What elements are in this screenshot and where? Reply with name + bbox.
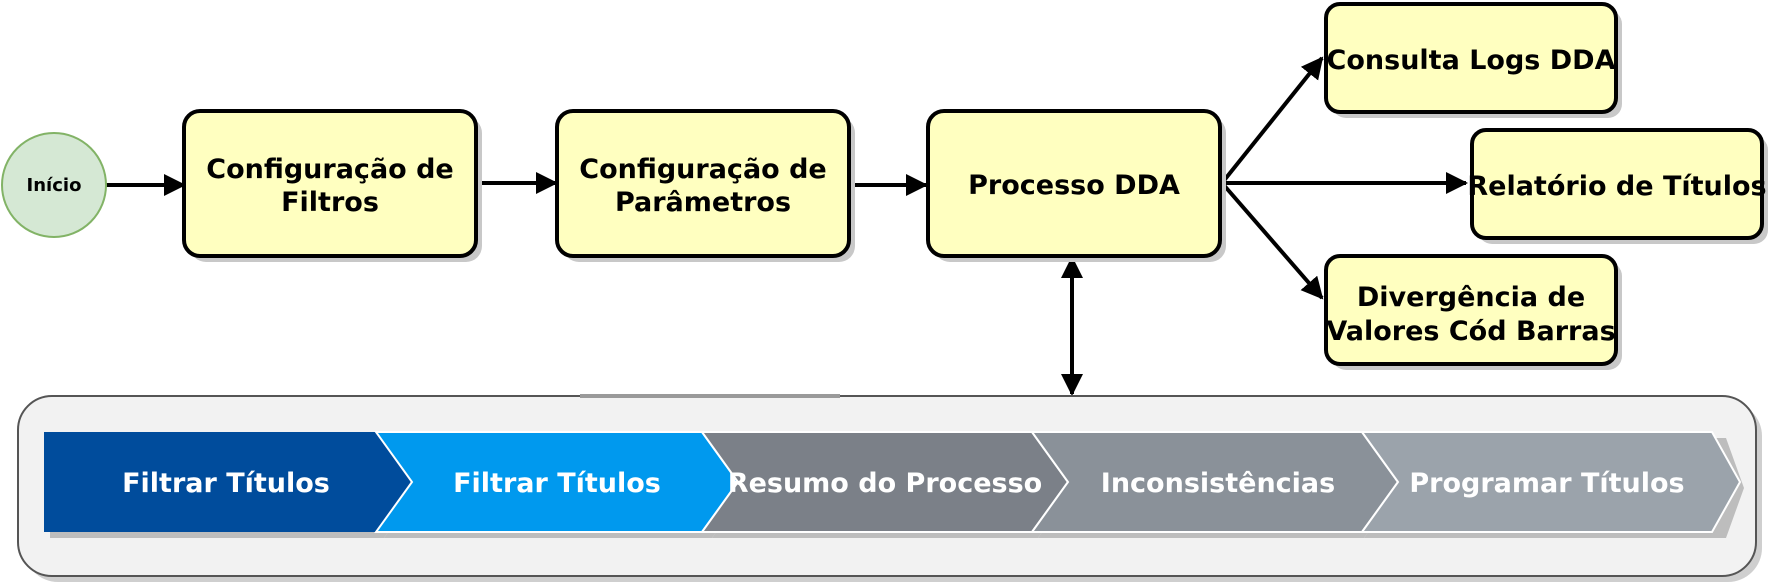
step-1[interactable]: Filtrar Títulos <box>44 432 412 532</box>
node-config-parametros-line2: Parâmetros <box>615 187 791 218</box>
node-processo-dda-box <box>926 109 1222 258</box>
node-config-filtros: Configuração de Filtros <box>182 109 482 262</box>
step-3[interactable]: Resumo do Processo <box>700 431 1070 533</box>
step-1-label[interactable]: Filtrar Títulos <box>122 468 330 499</box>
node-consulta-logs-box <box>1324 2 1618 114</box>
step-4[interactable]: Inconsistências <box>1030 431 1400 533</box>
step-5-label[interactable]: Programar Títulos <box>1409 468 1684 499</box>
node-consulta-logs-label: Consulta Logs DDA <box>1327 45 1616 76</box>
node-divergencia-valores-box <box>1324 254 1618 366</box>
step-5[interactable]: Programar Títulos <box>1360 431 1742 533</box>
node-config-parametros-line1: Configuração de <box>579 154 827 185</box>
step-4-label[interactable]: Inconsistências <box>1101 468 1335 499</box>
start-circle <box>1 132 107 238</box>
node-config-filtros-box <box>182 109 478 258</box>
step-2-label[interactable]: Filtrar Títulos <box>453 468 661 499</box>
arrow-processo-to-divergencia <box>1220 181 1324 300</box>
node-processo-dda: Processo DDA <box>926 109 1226 262</box>
node-processo-dda-label: Processo DDA <box>968 170 1180 201</box>
node-config-parametros-box <box>555 109 851 258</box>
node-divergencia-valores: Divergência de Valores Cód Barras <box>1324 254 1622 370</box>
node-config-filtros-line1: Configuração de <box>206 154 454 185</box>
step-5-shape[interactable] <box>1360 431 1742 533</box>
process-steps-panel: Filtrar Títulos Filtrar Títulos Resumo d… <box>17 394 1762 582</box>
start-node: Início <box>1 132 107 238</box>
arrow-processo-to-consulta <box>1220 56 1324 185</box>
step-2[interactable]: Filtrar Títulos <box>374 431 740 533</box>
node-divergencia-valores-line2: Valores Cód Barras <box>1326 316 1615 347</box>
node-relatorio-titulos-box <box>1470 128 1764 240</box>
start-label: Início <box>27 175 82 196</box>
node-consulta-logs: Consulta Logs DDA <box>1324 2 1622 118</box>
node-config-parametros: Configuração de Parâmetros <box>555 109 855 262</box>
connectors <box>96 56 1468 396</box>
step-3-label[interactable]: Resumo do Processo <box>728 468 1042 499</box>
node-divergencia-valores-line1: Divergência de <box>1357 282 1585 313</box>
node-relatorio-titulos-label: Relatório de Títulos <box>1467 171 1766 202</box>
node-config-filtros-line2: Filtros <box>281 187 379 218</box>
node-relatorio-titulos: Relatório de Títulos <box>1467 128 1768 244</box>
step-1-shape[interactable] <box>44 432 412 532</box>
